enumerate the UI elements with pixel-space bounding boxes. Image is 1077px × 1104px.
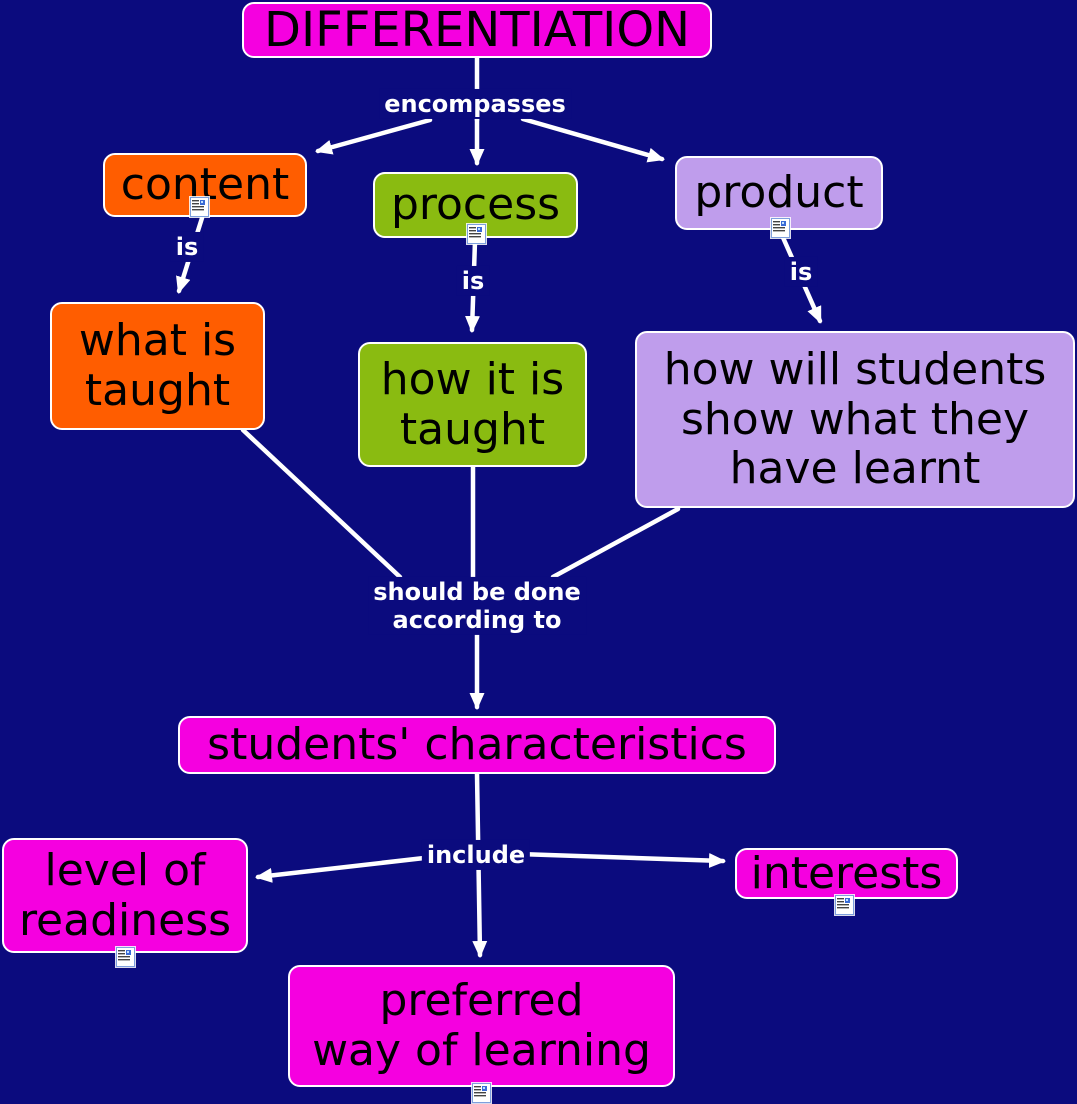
link-label-should-be-done[interactable]: should be done according to [368, 576, 586, 636]
node-level-of-readiness[interactable]: level of readiness [2, 838, 248, 953]
node-product[interactable]: product [675, 156, 883, 230]
link-label-is-process[interactable]: is [456, 265, 490, 297]
node-what-is-taught-label: what is taught [78, 315, 237, 416]
node-how-it-is-taught-label: how it is taught [380, 353, 565, 455]
edge-how-will-students-to-should-be-done [550, 506, 681, 580]
edge-encompasses-to-content [315, 117, 433, 155]
node-preferred-way[interactable]: preferred way of learning [288, 965, 675, 1087]
node-differentiation-label: DIFFERENTIATION [264, 1, 690, 58]
edge-include-to-level-of-readiness [255, 854, 436, 883]
link-label-encompasses[interactable]: encompasses [379, 88, 571, 120]
edge-what-is-taught-to-should-be-done [240, 427, 403, 580]
node-product-label: product [694, 167, 864, 219]
resource-link-icon[interactable] [116, 947, 135, 967]
link-label-is-content[interactable]: is [170, 231, 204, 263]
node-students-characteristics-label: students' characteristics [207, 719, 747, 771]
node-interests-label: interests [750, 847, 943, 899]
node-preferred-way-label: preferred way of learning [312, 975, 651, 1076]
link-label-include[interactable]: include [421, 839, 531, 871]
node-how-will-students-label: how will students show what they have le… [663, 343, 1047, 495]
node-students-characteristics[interactable]: students' characteristics [178, 716, 776, 774]
node-process-label: process [390, 179, 561, 231]
link-label-is-product[interactable]: is [784, 256, 818, 288]
edge-encompasses-to-product [520, 116, 665, 163]
resource-link-icon[interactable] [467, 224, 486, 244]
node-level-of-readiness-label: level of readiness [18, 844, 232, 946]
node-what-is-taught[interactable]: what is taught [50, 302, 265, 430]
node-interests[interactable]: interests [735, 848, 958, 899]
node-how-it-is-taught[interactable]: how it is taught [358, 342, 587, 467]
resource-link-icon[interactable] [771, 218, 790, 238]
resource-link-icon[interactable] [190, 197, 209, 217]
node-how-will-students[interactable]: how will students show what they have le… [635, 331, 1075, 508]
edge-include-to-interests [516, 851, 726, 869]
resource-link-icon[interactable] [472, 1083, 491, 1103]
node-differentiation[interactable]: DIFFERENTIATION [242, 2, 712, 58]
resource-link-icon[interactable] [835, 895, 854, 915]
